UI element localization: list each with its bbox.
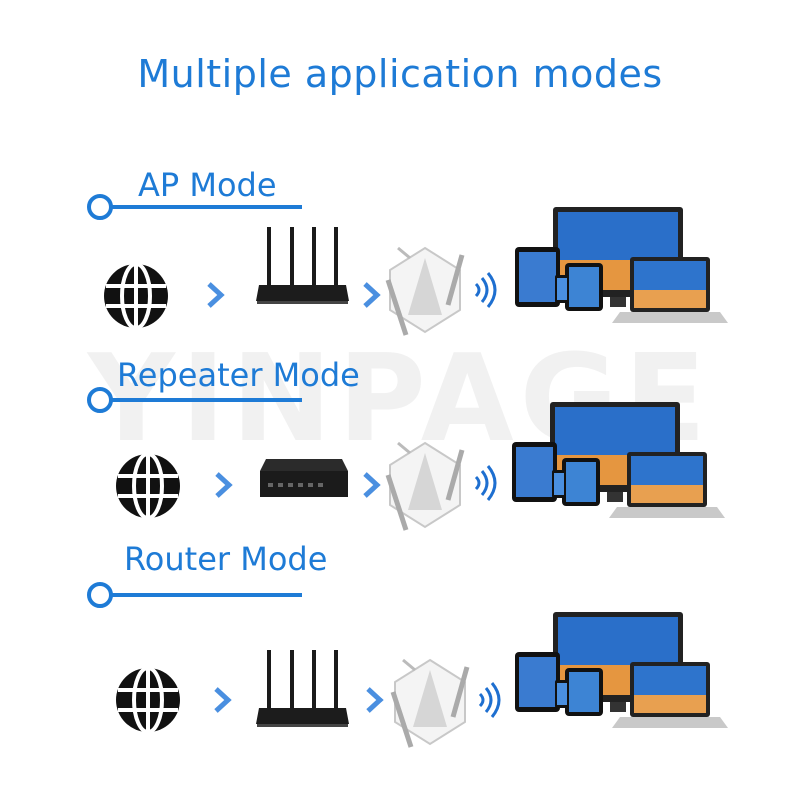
wifi-signal-icon — [474, 465, 497, 501]
page-title: Multiple application modes — [137, 52, 663, 96]
chevron-right-icon — [215, 472, 233, 498]
wifi-extender-icon — [385, 441, 465, 531]
bullet-line-icon — [87, 582, 302, 608]
router-icon — [256, 227, 349, 304]
mode-label: Router Mode — [124, 540, 328, 578]
repeater-mode-row: Repeater Mode — [0, 355, 800, 545]
ap-mode-row: AP Mode — [0, 160, 800, 350]
chevron-right-icon — [363, 282, 381, 308]
wifi-signal-icon — [474, 272, 497, 308]
devices-icon — [515, 207, 728, 323]
chevron-right-icon — [214, 687, 232, 713]
devices-icon — [515, 612, 728, 728]
router-icon — [256, 650, 349, 727]
devices-icon — [512, 402, 725, 518]
bullet-line-icon — [87, 387, 302, 413]
wifi-extender-icon — [390, 658, 470, 748]
bullet-line-icon — [87, 194, 302, 220]
mode-label: Repeater Mode — [117, 356, 360, 394]
globe-icon — [116, 452, 180, 520]
globe-icon — [104, 262, 168, 330]
chevron-right-icon — [363, 472, 381, 498]
wifi-signal-icon — [478, 682, 501, 718]
wifi-extender-icon — [385, 246, 465, 336]
chevron-right-icon — [207, 282, 225, 308]
switch-icon — [260, 459, 348, 497]
chevron-right-icon — [366, 687, 384, 713]
mode-label: AP Mode — [138, 166, 277, 204]
router-mode-row: Router Mode — [0, 540, 800, 748]
globe-icon — [116, 666, 180, 734]
